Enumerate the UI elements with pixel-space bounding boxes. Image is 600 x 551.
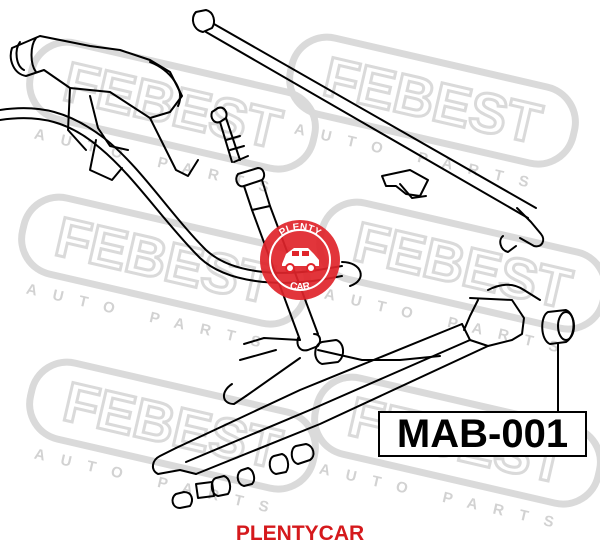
watermark-febest-bottom-left: FEBEST AUTO PARTS	[26, 358, 319, 520]
trailing-arm	[152, 283, 541, 475]
lateral-rod	[191, 9, 545, 253]
watermark-febest-middle-right: FEBEST AUTO PARTS	[316, 198, 600, 360]
stamp-top-text: PLENTY	[277, 222, 323, 239]
car-icon	[282, 248, 319, 273]
part-number-label: MAB-001	[378, 411, 587, 457]
stamp-bottom-text: CAR	[289, 280, 312, 293]
watermark-febest-top-right: FEBEST AUTO PARTS	[286, 33, 579, 195]
footer-brand: PLENTYCAR	[235, 522, 365, 545]
bushing-mab-001	[541, 309, 575, 345]
plentycar-stamp: PLENTY CAR	[260, 220, 340, 300]
hardware-parts	[171, 339, 344, 509]
